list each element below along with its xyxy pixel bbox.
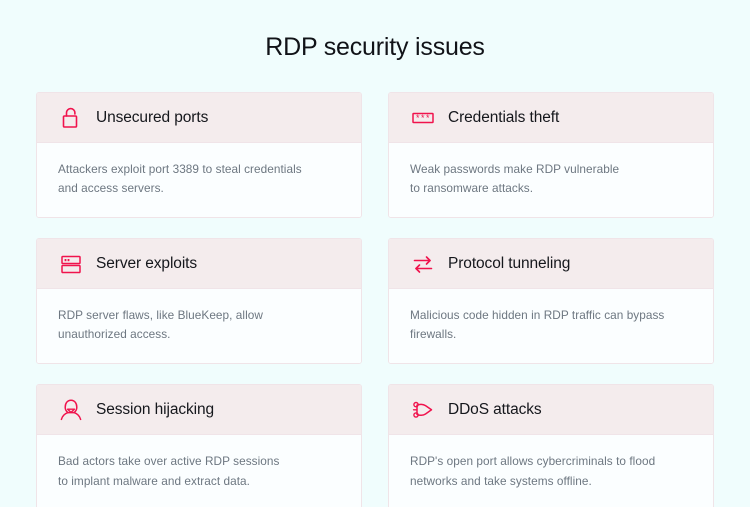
card-protocol-tunneling: Protocol tunneling Malicious code hidden… <box>388 238 714 365</box>
card-description: Malicious code hidden in RDP traffic can… <box>410 308 665 342</box>
svg-text:*: * <box>421 113 425 123</box>
card-description: Attackers exploit port 3389 to steal cre… <box>58 162 302 196</box>
card-header: * * * Credentials theft <box>389 93 713 143</box>
card-body: Weak passwords make RDP vulnerable to ra… <box>389 143 713 218</box>
svg-text:*: * <box>426 113 430 123</box>
page-title: RDP security issues <box>265 33 485 61</box>
card-server-exploits: Server exploits RDP server flaws, like B… <box>36 238 362 365</box>
issues-grid: Unsecured ports Attackers exploit port 3… <box>36 92 714 507</box>
card-body: RDP server flaws, like BlueKeep, allow u… <box>37 289 361 364</box>
exchange-arrows-icon <box>410 251 436 277</box>
card-header: Server exploits <box>37 239 361 290</box>
card-header: Unsecured ports <box>37 93 361 143</box>
card-title: Server exploits <box>96 254 198 272</box>
card-title: Unsecured ports <box>96 108 209 126</box>
card-unsecured-ports: Unsecured ports Attackers exploit port 3… <box>36 92 362 219</box>
card-title: Session hijacking <box>96 400 215 418</box>
card-title: Protocol tunneling <box>448 254 571 272</box>
svg-text:*: * <box>416 113 420 123</box>
card-description: Weak passwords make RDP vulnerable to ra… <box>410 162 620 196</box>
card-session-hijacking: Session hijacking Bad actors take over a… <box>36 384 362 507</box>
password-asterisks-icon: * * * <box>410 105 436 131</box>
hooded-hacker-icon <box>58 397 84 423</box>
card-header: DDoS attacks <box>389 385 713 436</box>
card-credentials-theft: * * * Credentials theft Weak passwords m… <box>388 92 714 219</box>
card-title: DDoS attacks <box>448 400 542 418</box>
card-ddos-attacks: DDoS attacks RDP's open port allows cybe… <box>388 384 714 507</box>
card-header: Session hijacking <box>37 385 361 436</box>
card-body: Malicious code hidden in RDP traffic can… <box>389 289 713 364</box>
bomb-icon <box>410 397 436 423</box>
card-body: Attackers exploit port 3389 to steal cre… <box>37 143 361 218</box>
card-title: Credentials theft <box>448 108 560 126</box>
card-description: RDP server flaws, like BlueKeep, allow u… <box>58 308 263 342</box>
card-header: Protocol tunneling <box>389 239 713 290</box>
server-rack-icon <box>58 251 84 277</box>
card-description: RDP's open port allows cybercriminals to… <box>410 454 656 488</box>
card-body: Bad actors take over active RDP sessions… <box>37 435 361 507</box>
card-body: RDP's open port allows cybercriminals to… <box>389 435 713 507</box>
card-description: Bad actors take over active RDP sessions… <box>58 454 280 488</box>
open-padlock-icon <box>58 105 84 131</box>
